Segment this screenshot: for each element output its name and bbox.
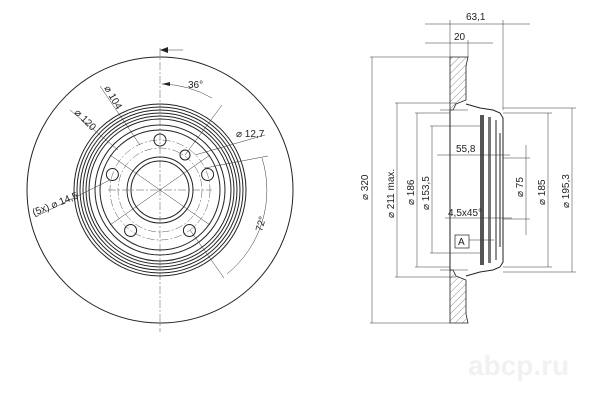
dia-320-label: ⌀ 320 — [360, 174, 371, 200]
dia-211-label: ⌀ 211 max. — [386, 169, 397, 218]
dia-185-label: ⌀ 185 — [537, 179, 548, 205]
angle-36-label: 36° — [188, 80, 203, 91]
overall-width-label: 63,1 — [466, 12, 486, 23]
datum-label: A — [458, 237, 465, 248]
chamfer-label: 4,5x45° — [448, 208, 482, 219]
dia-75-label: ⌀ 75 — [515, 177, 526, 197]
bolt-holes-label: (5x) ⌀ 14,5 — [31, 190, 80, 218]
disc-section-bottom — [449, 269, 469, 324]
dia-195-3-label: ⌀ 195,3 — [561, 174, 572, 208]
dia-120-label: ⌀ 120 — [72, 107, 98, 133]
watermark-logo: abcp.ru — [468, 350, 570, 381]
angle-72-label: 72° — [254, 215, 269, 232]
dia-104-label: ⌀ 104 — [101, 84, 123, 112]
dia-153-5-label: ⌀ 153,5 — [421, 176, 432, 210]
section-view: 63,1 20 ⌀ 320 ⌀ 211 max. ⌀ 186 ⌀ 153,5 5… — [360, 12, 576, 324]
datum-box — [454, 234, 470, 249]
thickness-label: 20 — [454, 32, 466, 43]
outer-disc-circle — [26, 56, 294, 324]
dia-186-label: ⌀ 186 — [406, 179, 417, 205]
disc-section-top — [449, 56, 469, 111]
depth-label: 55,8 — [456, 144, 476, 155]
front-view: 36° 72° ⌀ 104 ⌀ 120 ⌀ 12,7 (5x) ⌀ 14,5 — [26, 47, 294, 332]
dia-12-7-label: ⌀ 12,7 — [236, 129, 265, 140]
